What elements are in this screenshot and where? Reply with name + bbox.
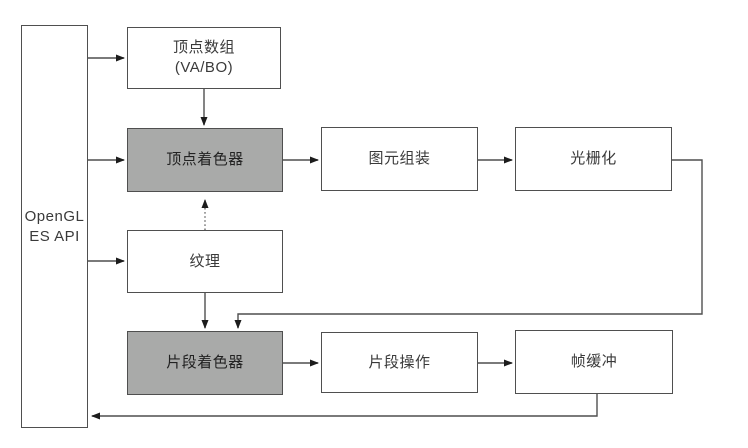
node-fragment-shader-label: 片段着色器 (166, 354, 244, 371)
node-vertex-array-label-line2: (VA/BO) (174, 59, 234, 76)
node-rasterization: 光栅化 (515, 127, 672, 191)
node-texture-label: 纹理 (189, 252, 221, 270)
node-fragment-shader: 片段着色器 (127, 331, 283, 395)
node-framebuffer: 帧缓冲 (515, 330, 673, 394)
node-primitive-assembly-label: 图元组装 (368, 150, 431, 167)
node-opengl-es-api: OpenGL ES API (21, 25, 88, 428)
node-texture: 纹理 (127, 230, 283, 293)
node-fragment-operations: 片段操作 (321, 332, 478, 393)
node-vertex-array-label-line1: 顶点数组 (172, 39, 235, 56)
node-vertex-array: 顶点数组 (VA/BO) (127, 27, 281, 89)
node-fragment-operations-label: 片段操作 (368, 353, 431, 371)
node-framebuffer-label: 帧缓冲 (570, 353, 618, 370)
node-rasterization-label: 光栅化 (570, 150, 617, 167)
node-vertex-shader: 顶点着色器 (127, 128, 283, 192)
node-primitive-assembly: 图元组装 (321, 127, 478, 191)
node-opengl-es-api-label-line2: ES API (29, 227, 80, 245)
node-opengl-es-api-label-line1: OpenGL (24, 207, 85, 225)
edge-framebuffer-to-api (91, 394, 598, 420)
node-vertex-shader-label: 顶点着色器 (166, 151, 244, 168)
